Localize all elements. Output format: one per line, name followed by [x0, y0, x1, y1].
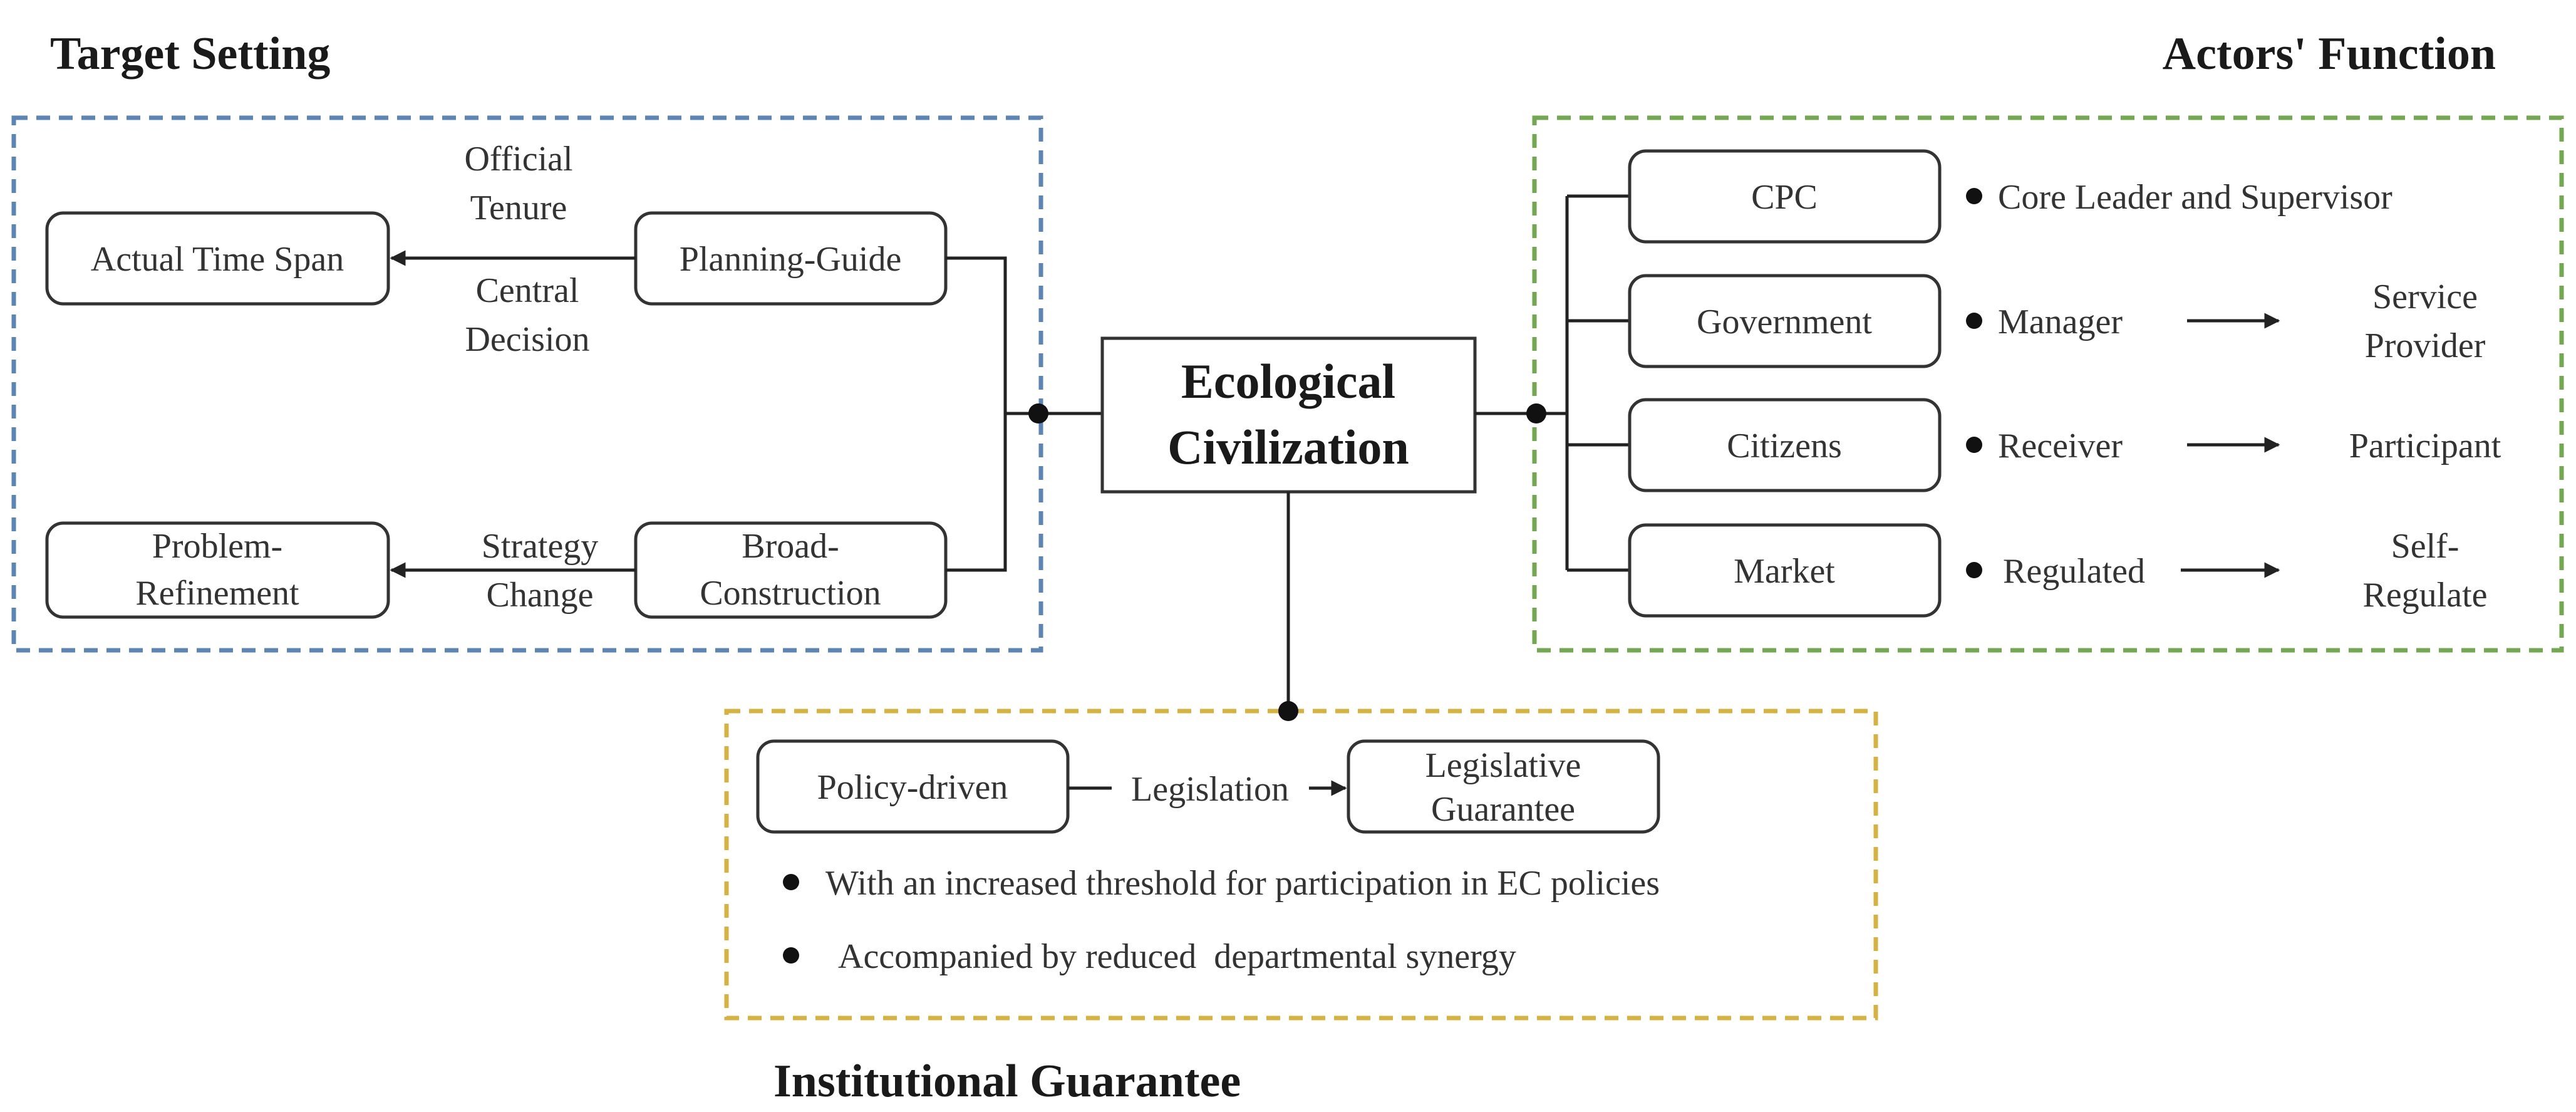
guarantee-label: Guarantee	[1431, 790, 1575, 829]
problem-refinement-box: Problem- Refinement	[45, 521, 390, 619]
actor-target-market-0: Self-	[2391, 527, 2460, 566]
actor-box-cpc: CPC	[1628, 149, 1942, 244]
planning-guide-label: Planning-Guide	[680, 240, 902, 279]
actor-box-government: Government	[1628, 274, 1942, 368]
actor-role-cpc: Core Leader and Supervisor	[1998, 178, 2392, 217]
institutional-junction-dot	[1278, 701, 1298, 721]
tenure-label: Tenure	[470, 189, 567, 227]
actor-name-market: Market	[1734, 552, 1835, 591]
actual-time-span-box: Actual Time Span	[45, 211, 390, 306]
construction-label: Construction	[700, 574, 881, 613]
target-setting-group	[11, 115, 1043, 653]
actor-target-market-1: Regulate	[2362, 576, 2487, 615]
legislation-label: Legislation	[1131, 770, 1289, 809]
legislative-guarantee-box: Legislative Guarantee	[1347, 739, 1660, 834]
bullet-dot-1	[783, 874, 799, 890]
actor-role-citizens: Receiver	[1998, 427, 2123, 465]
actor-bullet-government	[1966, 313, 1982, 329]
actor-role-market: Regulated	[2003, 552, 2145, 591]
policy-driven-box: Policy-driven	[756, 739, 1070, 834]
actor-target-citizens: Participant	[2349, 427, 2501, 465]
actor-box-market: Market	[1628, 523, 1942, 618]
broad-label: Broad-	[742, 527, 839, 566]
policy-driven-label: Policy-driven	[817, 768, 1008, 807]
legislative-label: Legislative	[1425, 746, 1581, 785]
actor-bullet-market	[1966, 562, 1982, 578]
actor-bullet-cpc	[1966, 188, 1982, 204]
actor-name-government: Government	[1697, 303, 1872, 341]
actor-name-citizens: Citizens	[1727, 427, 1842, 465]
actor-target-government-1: Provider	[2365, 326, 2486, 365]
central-label: Central	[476, 271, 579, 310]
bullet-dot-2	[783, 947, 799, 964]
decision-label: Decision	[465, 320, 589, 359]
center-line2: Civilization	[1167, 420, 1409, 474]
broad-construction-box: Broad- Construction	[634, 521, 948, 619]
institutional-bullet-2: Accompanied by reduced departmental syne…	[838, 937, 1516, 976]
actors-function-group	[1532, 115, 2564, 653]
actor-target-government-0: Service	[2372, 278, 2478, 316]
ecological-civilization-box: Ecological Civilization	[1100, 336, 1477, 494]
institutional-guarantee-group	[724, 709, 1878, 1021]
target-junction-dot	[1028, 403, 1048, 423]
refinement-label: Refinement	[135, 574, 299, 613]
actual-time-span-label: Actual Time Span	[91, 240, 344, 279]
change-label: Change	[486, 576, 593, 615]
planning-guide-box: Planning-Guide	[634, 211, 948, 306]
strategy-label: Strategy	[482, 527, 599, 566]
institutional-bullet-1: With an increased threshold for particip…	[825, 864, 1660, 903]
institutional-guarantee-title: Institutional Guarantee	[773, 1056, 1241, 1107]
actors-junction-dot	[1526, 403, 1546, 423]
actor-box-citizens: Citizens	[1628, 398, 1942, 492]
actor-role-government: Manager	[1998, 303, 2123, 341]
problem-label: Problem-	[152, 527, 282, 566]
target-setting-title: Target Setting	[50, 28, 330, 80]
target-bracket	[946, 256, 1007, 572]
actor-name-cpc: CPC	[1751, 178, 1818, 217]
center-line1: Ecological	[1181, 354, 1395, 408]
official-label: Official	[464, 140, 572, 179]
actor-bullet-citizens	[1966, 437, 1982, 453]
actors-function-title: Actors' Function	[2163, 28, 2496, 80]
